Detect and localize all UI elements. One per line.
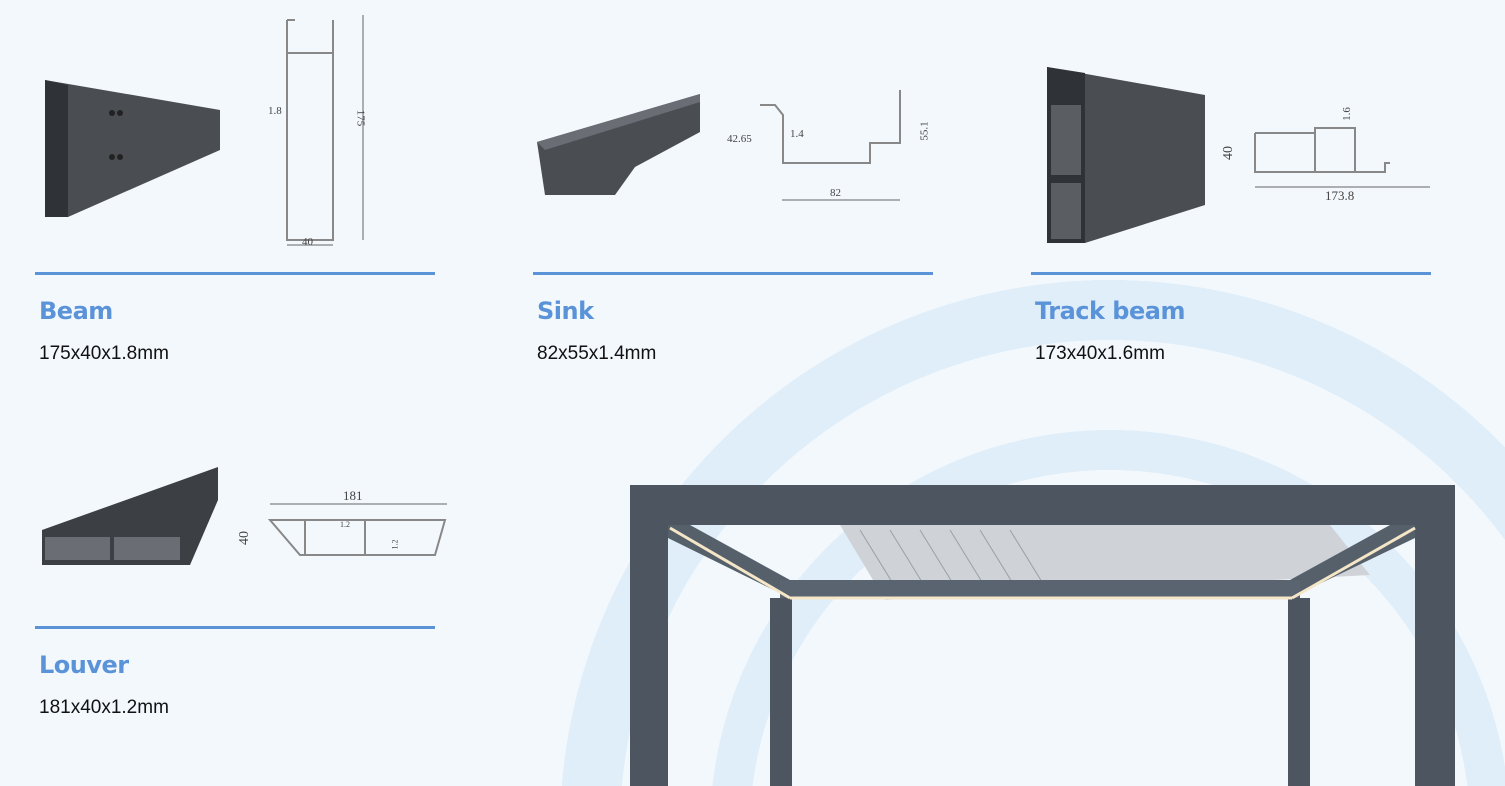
divider (533, 272, 933, 275)
louver-dim-thickness-2: 1.2 (390, 539, 400, 550)
product-spec: 175x40x1.8mm (39, 343, 169, 364)
beam-dim-width: 40 (302, 236, 313, 248)
track-beam-dim-width: 173.8 (1325, 188, 1355, 203)
beam-3d-image (45, 80, 220, 217)
sink-3d-image (537, 94, 700, 195)
track-beam-dim-thickness: 1.6 (1340, 107, 1353, 121)
track-beam-cross-section-drawing (1254, 127, 1430, 188)
beam-dim-thickness: 1.8 (268, 105, 282, 117)
product-spec: 181x40x1.2mm (39, 697, 169, 718)
sink-dim-height: 42.65 (727, 133, 752, 145)
sink-dim-outer-height: 55.1 (918, 121, 931, 141)
product-title: Beam (39, 297, 113, 325)
divider (35, 626, 435, 629)
divider (1031, 272, 1431, 275)
louver-dim-height: 40 (237, 531, 252, 545)
product-title: Louver (39, 651, 129, 679)
track-beam-3d-image (1047, 67, 1205, 243)
louver-cross-section-drawing (267, 503, 447, 556)
divider (35, 272, 435, 275)
sink-dim-width: 82 (830, 187, 841, 199)
sink-dim-thickness: 1.4 (790, 128, 804, 140)
track-beam-dim-height: 40 (1221, 146, 1236, 160)
beam-dim-height: 175 (354, 109, 367, 127)
product-spec: 173x40x1.6mm (1035, 343, 1165, 364)
product-spec: 82x55x1.4mm (537, 343, 657, 364)
product-title: Track beam (1035, 297, 1185, 325)
louver-dim-thickness: 1.2 (340, 520, 350, 529)
sink-cross-section-drawing (760, 90, 901, 201)
beam-cross-section-drawing (286, 15, 364, 246)
louver-dim-width: 181 (343, 488, 363, 503)
louver-3d-image (42, 467, 218, 565)
pergola-image (630, 485, 1455, 786)
product-title: Sink (537, 297, 594, 325)
